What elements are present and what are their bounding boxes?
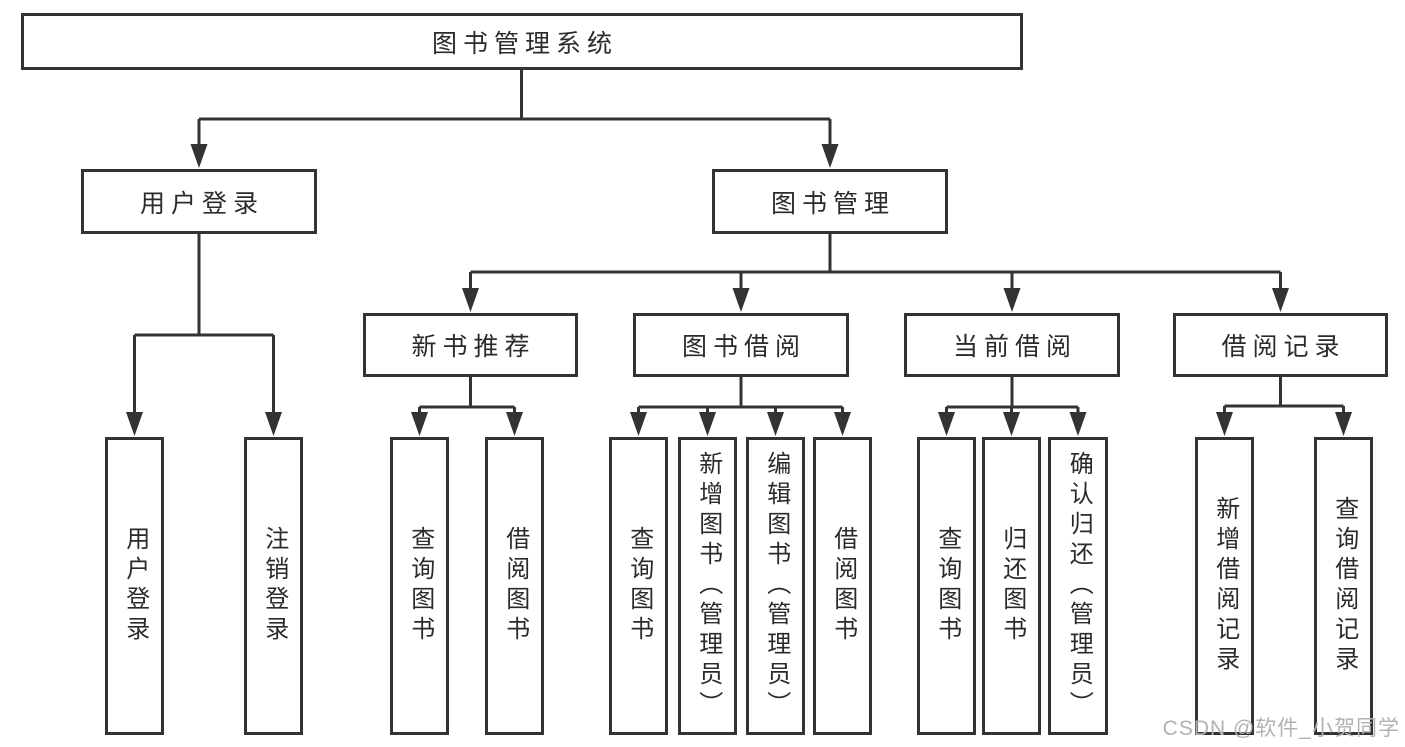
node-book-borrowing: 图书借阅 bbox=[633, 313, 849, 377]
leaf-label: 新增借阅记录 bbox=[1211, 496, 1239, 676]
node-label: 图书管理 bbox=[770, 189, 895, 218]
arrowhead-icon bbox=[630, 412, 647, 436]
node-label: 用户登录 bbox=[139, 189, 264, 218]
arrowhead-icon bbox=[411, 412, 428, 436]
arrowhead-icon bbox=[1003, 288, 1021, 312]
leaf-label: 查询借阅记录 bbox=[1330, 496, 1358, 676]
node-label: 图书借阅 bbox=[681, 333, 806, 361]
leaf-label: 归还图书 bbox=[998, 526, 1026, 646]
leaf-borrow-edit-books-admin: 编辑图书（管理员） bbox=[746, 437, 805, 735]
node-library-management-system: 图书管理系统 bbox=[21, 13, 1023, 70]
node-current-borrowing: 当前借阅 bbox=[904, 313, 1120, 377]
leaf-label: 查询图书 bbox=[933, 526, 961, 646]
leaf-label: 查询图书 bbox=[406, 526, 434, 646]
leaf-label: 查询图书 bbox=[625, 526, 653, 646]
leaf-label: 注销登录 bbox=[260, 526, 288, 646]
leaf-label: 用户登录 bbox=[121, 526, 149, 646]
leaf-rec-query-books: 查询图书 bbox=[390, 437, 449, 735]
node-label: 借阅记录 bbox=[1221, 333, 1346, 361]
arrowhead-icon bbox=[462, 288, 479, 312]
leaf-current-confirm-return-admin: 确认归还（管理员） bbox=[1048, 437, 1108, 735]
leaf-logout: 注销登录 bbox=[244, 437, 303, 735]
node-label: 当前借阅 bbox=[952, 333, 1077, 361]
leaf-label: 确认归还（管理员） bbox=[1065, 451, 1093, 721]
leaf-label: 借阅图书 bbox=[501, 526, 529, 646]
node-book-management: 图书管理 bbox=[712, 169, 948, 234]
node-label: 新书推荐 bbox=[411, 333, 536, 361]
node-label: 图书管理系统 bbox=[431, 29, 618, 58]
arrowhead-icon bbox=[834, 412, 851, 436]
arrowhead-icon bbox=[190, 144, 208, 168]
leaf-borrow-query-books: 查询图书 bbox=[609, 437, 668, 735]
leaf-current-return-books: 归还图书 bbox=[982, 437, 1041, 735]
arrowhead-icon bbox=[699, 412, 716, 436]
node-user-login: 用户登录 bbox=[81, 169, 317, 234]
leaf-label: 借阅图书 bbox=[829, 526, 857, 646]
arrowhead-icon bbox=[265, 412, 282, 436]
leaf-rec-borrow-books: 借阅图书 bbox=[485, 437, 544, 735]
connector-edges bbox=[133, 70, 1345, 414]
arrowhead-icon bbox=[126, 412, 143, 436]
arrowhead-icon bbox=[1216, 412, 1233, 436]
csdn-watermark: CSDN @软件_小贺同学 bbox=[1162, 717, 1400, 740]
leaf-borrow-borrow-books: 借阅图书 bbox=[813, 437, 872, 735]
node-new-book-recommendation: 新书推荐 bbox=[363, 313, 578, 377]
leaf-label: 编辑图书（管理员） bbox=[762, 451, 790, 721]
leaf-borrow-add-books-admin: 新增图书（管理员） bbox=[678, 437, 737, 735]
arrowhead-icon bbox=[1335, 412, 1352, 436]
arrowhead-icon bbox=[938, 412, 955, 436]
arrowheads bbox=[126, 144, 1352, 436]
leaf-records-add-record: 新增借阅记录 bbox=[1195, 437, 1254, 735]
arrowhead-icon bbox=[1272, 288, 1289, 312]
leaf-records-query-record: 查询借阅记录 bbox=[1314, 437, 1373, 735]
arrowhead-icon bbox=[1003, 412, 1020, 436]
leaf-current-query-books: 查询图书 bbox=[917, 437, 976, 735]
arrowhead-icon bbox=[821, 144, 839, 168]
arrowhead-icon bbox=[1069, 412, 1087, 436]
leaf-label: 新增图书（管理员） bbox=[694, 451, 722, 721]
leaf-user-login: 用户登录 bbox=[105, 437, 164, 735]
arrowhead-icon bbox=[732, 288, 750, 312]
arrowhead-icon bbox=[506, 412, 523, 436]
node-borrowing-records: 借阅记录 bbox=[1173, 313, 1388, 377]
arrowhead-icon bbox=[767, 412, 784, 436]
